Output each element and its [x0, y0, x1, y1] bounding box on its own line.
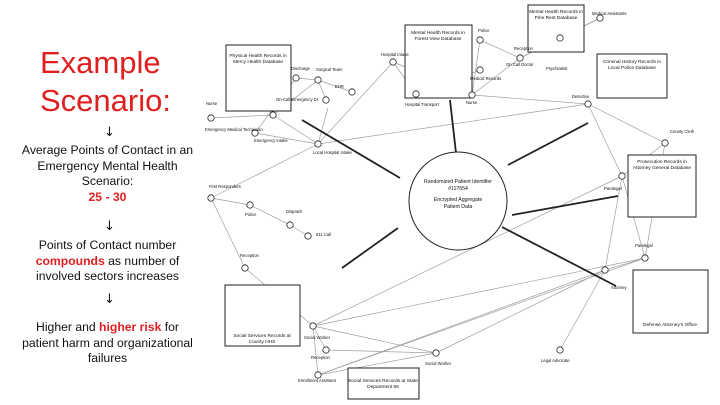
node-nurse: Nurse — [206, 101, 218, 106]
node-paralegal-2: Paralegal — [635, 243, 653, 248]
node-medical-assistants: Medical Assistants — [592, 11, 626, 16]
node-emt: Emergency Medical Technician — [205, 127, 263, 132]
node-hospital-intake: Hospital Intake — [381, 52, 409, 57]
db-physical-2: Mercy Health Database — [233, 59, 283, 65]
node-psychiatrist: Psychiatrist — [546, 66, 568, 71]
step-2-emphasis: compounds — [35, 253, 105, 268]
node-police-2: Police — [245, 212, 257, 217]
node-social-worker-2: Social Worker — [425, 361, 452, 366]
node-reception-2: Reception — [240, 253, 260, 258]
node-paralegal-1: Paralegal — [604, 186, 622, 191]
step-3-pre: Higher and — [36, 320, 100, 334]
node-county-clerk: County Clerk — [670, 129, 695, 134]
db-forest-2: Forest View Database — [414, 36, 461, 42]
node-er-doctor: On-Call Emergency Dr. — [276, 97, 319, 102]
node-ehr: EHR — [335, 84, 344, 89]
down-arrow-icon: ↓ — [104, 219, 115, 234]
step-3-post: for patient harm and organizational fail… — [22, 320, 193, 365]
node-surgical-team: Surgical Team — [316, 67, 343, 72]
db-defense: Defense Attorney's Office — [643, 322, 697, 328]
node-reception-3: Reception — [311, 355, 331, 360]
heading-line-1: Example — [40, 45, 161, 80]
db-ag-2: Attorney General Database — [633, 165, 691, 171]
step-1-text: Average Points of Contact in an Emergenc… — [20, 143, 195, 205]
node-on-call-doctor: On Call Doctor — [506, 62, 534, 67]
step-3-text: Higher and higher risk for patient harm … — [20, 320, 195, 367]
db-state-2: Department 55 — [367, 384, 399, 390]
spoke-lines — [301, 99, 619, 287]
center-label-1: Randomized Patient Identifier — [424, 179, 492, 185]
left-panel: Example Scenario: ↓ Average Points of Co… — [0, 0, 215, 405]
node-hospital-transport: Hospital Transport — [405, 102, 440, 107]
center-node: Randomized Patient Identifier #117654 En… — [408, 151, 508, 251]
center-label-2: #117654 — [448, 186, 468, 192]
step-1-value: 25 - 30 — [88, 189, 127, 204]
db-county-1: Social Services Records at — [233, 333, 291, 339]
node-reception-1: Reception — [514, 46, 534, 51]
node-police-1: Police — [478, 28, 490, 33]
db-state-1: Social Services Records at State — [348, 378, 418, 384]
node-emergency-intake: Emergency Intake — [254, 138, 288, 143]
database-boxes — [224, 4, 709, 400]
center-label-3: Encrypted Aggregate — [434, 197, 483, 203]
node-attorney: Attorney — [611, 285, 628, 290]
node-local-hospital: Local Hospital Intake — [313, 150, 353, 155]
node-911-call: 911 Call — [316, 232, 331, 237]
step-2-post: as number of involved sectors increases — [36, 253, 180, 284]
contact-nodes — [207, 14, 669, 379]
heading-line-2: Scenario: — [40, 83, 171, 118]
db-pine-2: Pine Rest Database — [535, 15, 578, 21]
db-forest-1: Mental Health Records in — [411, 30, 465, 36]
node-labels: Nurse Emergency Medical Technician Disch… — [205, 11, 695, 383]
database-labels: Physical Health Records in Mercy Health … — [229, 9, 697, 390]
db-pine-1: Mental Health Records in — [529, 9, 583, 15]
db-county-2: County HHS — [249, 339, 276, 345]
node-nurse-2: Nurse — [466, 100, 478, 105]
step-3-emphasis: higher risk — [99, 320, 162, 334]
step-2-text: Points of Contact number compounds as nu… — [20, 238, 195, 285]
step-1-label: Average Points of Contact in an Emergenc… — [21, 143, 194, 188]
node-detective: Detective — [572, 94, 590, 99]
node-medical-records: Medical Records — [470, 76, 501, 81]
node-first-responders: First Responders — [209, 184, 241, 189]
down-arrow-icon: ↓ — [104, 125, 115, 140]
db-police-2: Local Police Database — [608, 65, 656, 71]
node-legal-advocate: Legal Advocate — [541, 358, 570, 363]
node-dispatch: Dispatch — [286, 209, 303, 214]
step-2-pre: Points of Contact number — [38, 238, 177, 252]
node-enrollment-assistant: Enrollment Assistant — [298, 378, 337, 383]
node-social-worker-1: Social Worker — [304, 335, 331, 340]
center-label-4: Patient Data — [444, 204, 473, 210]
db-police-1: Criminal History Records in — [603, 59, 661, 65]
db-ag-1: Prosecution Records in — [637, 159, 687, 165]
down-arrow-icon: ↓ — [104, 292, 115, 307]
node-discharge: Discharge — [291, 66, 311, 71]
db-physical-1: Physical Health Records in — [229, 53, 287, 59]
